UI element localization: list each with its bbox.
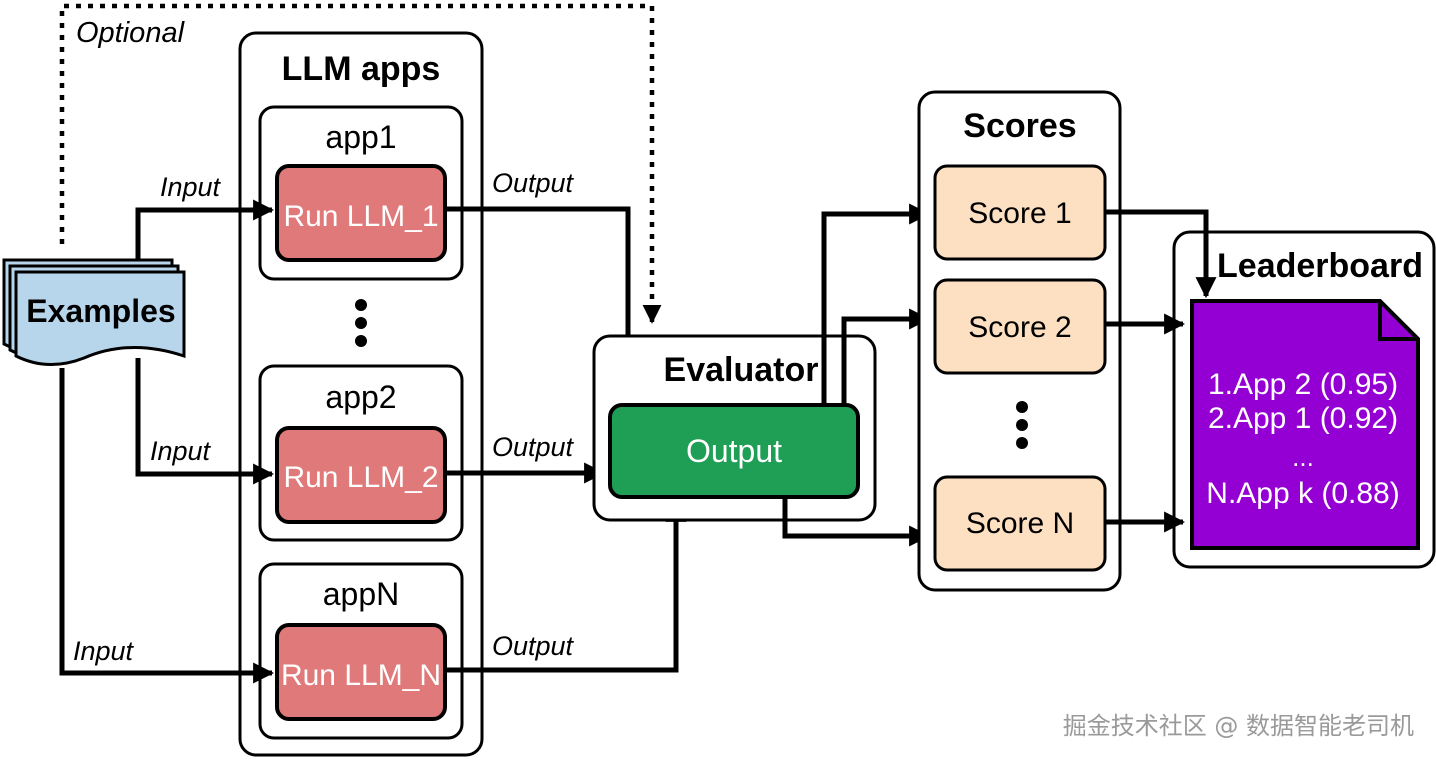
- appn-name: appN: [323, 576, 400, 612]
- watermark-text: 掘金技术社区 @ 数据智能老司机: [1063, 712, 1414, 740]
- output-label-2: Output: [492, 432, 575, 462]
- run-llm-1-label: Run LLM_1: [283, 200, 438, 233]
- input-arrow-app1: [135, 199, 275, 262]
- leaderboard-entry-2: 2.App 1 (0.92): [1208, 402, 1398, 435]
- ellipsis-dot: [355, 317, 367, 329]
- ellipsis-dot: [1016, 437, 1028, 449]
- output-label-1: Output: [492, 168, 575, 198]
- run-llm-n-label: Run LLM_N: [281, 659, 441, 692]
- run-llm-2-label: Run LLM_2: [283, 461, 438, 494]
- input-label-3: Input: [73, 636, 135, 666]
- optional-dotted-arrow: [59, 3, 662, 324]
- output-arrow-appn: [445, 500, 687, 673]
- app1-name: app1: [325, 119, 396, 155]
- run-llm-1-block: [275, 164, 447, 262]
- input-arrow-app2: [135, 358, 275, 485]
- input-label-1: Input: [160, 172, 222, 202]
- examples-document: [2, 258, 186, 367]
- scores-title: Scores: [963, 107, 1076, 145]
- evaluator-title: Evaluator: [664, 351, 819, 389]
- ellipsis-dot: [1016, 401, 1028, 413]
- arrow-to-score-2: [841, 308, 931, 405]
- input-label-2: Input: [150, 436, 212, 466]
- examples-label: Examples: [26, 293, 175, 329]
- leaderboard-title: Leaderboard: [1217, 247, 1423, 285]
- llm-apps-title: LLM apps: [282, 50, 441, 88]
- leaderboard-entry-1: 1.App 2 (0.95): [1208, 368, 1398, 401]
- score-1-label: Score 1: [968, 197, 1071, 230]
- input-arrow-appn: [59, 368, 275, 684]
- ellipsis-dot: [1016, 419, 1028, 431]
- evaluator-output-label: Output: [686, 433, 782, 469]
- app2-name: app2: [325, 379, 396, 415]
- output-label-3: Output: [492, 631, 575, 661]
- ellipsis-dot: [355, 299, 367, 311]
- arrow-to-score-n: [782, 497, 931, 547]
- leaderboard-page-fold: [1378, 301, 1418, 341]
- arrow-to-score-1: [821, 203, 931, 405]
- leaderboard-entry-n: N.App k (0.88): [1206, 477, 1399, 510]
- arrow-score-1-to-leaderboard: [1105, 209, 1217, 299]
- score-2-label: Score 2: [968, 311, 1071, 344]
- optional-label: Optional: [76, 17, 186, 49]
- evaluator-output-block: [608, 403, 860, 499]
- ellipsis-dot: [355, 335, 367, 347]
- leaderboard-entry-ellipsis: ...: [1292, 442, 1314, 472]
- leaderboard-document: [1190, 299, 1420, 550]
- score-n-label: Score N: [966, 507, 1074, 540]
